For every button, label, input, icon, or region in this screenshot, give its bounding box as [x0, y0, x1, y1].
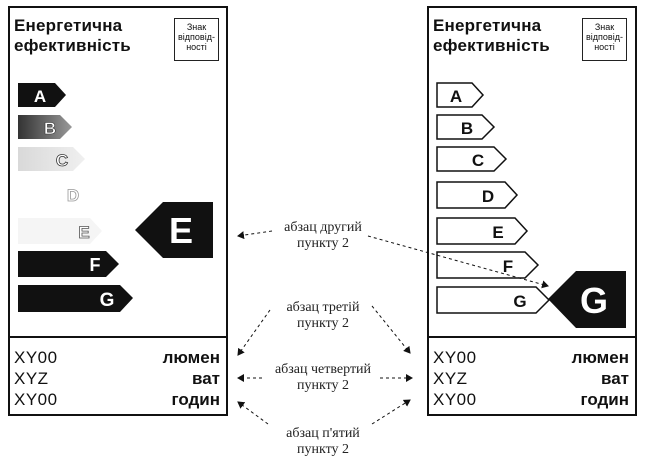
left-class-b-letter: B	[44, 119, 56, 138]
right-class-f-arrow: F	[436, 251, 540, 279]
left-conformity-sign: Знак відповід- ності	[174, 18, 219, 61]
right-class-c-arrow: C	[436, 146, 508, 172]
right-class-e-arrow: E	[436, 217, 529, 245]
left-class-e-arrow: E	[18, 218, 102, 244]
left-class-f-letter: F	[90, 255, 101, 275]
connector-second-to-right	[367, 235, 549, 289]
note-fourth-paragraph: абзац четвертий пункту 2	[274, 362, 372, 393]
right-class-b-letter: B	[461, 119, 473, 138]
left-class-d-letter: D	[67, 186, 79, 205]
right-class-g-letter: G	[513, 292, 526, 311]
connector-third-to-right	[371, 305, 411, 354]
note-second-paragraph: абзац другий пункту 2	[284, 220, 362, 251]
connector-fifth-to-right	[371, 399, 411, 425]
left-indicator-arrow: E	[135, 202, 213, 258]
right-class-f-letter: F	[503, 257, 513, 276]
left-class-f-arrow: F	[18, 251, 119, 277]
left-class-a-arrow: A	[18, 83, 66, 107]
left-class-c-arrow: C	[18, 147, 85, 171]
right-divider	[429, 336, 635, 338]
right-indicator-letter: G	[580, 280, 608, 321]
right-class-g-arrow: G	[436, 286, 551, 314]
left-class-a-letter: A	[34, 87, 46, 106]
connector-fifth-to-left	[237, 401, 269, 425]
left-indicator-letter: E	[169, 210, 193, 251]
right-class-a-arrow: A	[436, 82, 485, 108]
left-class-g-letter: G	[100, 290, 115, 311]
left-class-d-arrow: D	[66, 186, 79, 206]
left-divider	[10, 336, 226, 338]
connector-second-to-left	[237, 230, 273, 240]
right-class-a-letter: A	[450, 87, 462, 106]
left-class-c-letter: C	[56, 151, 68, 170]
right-indicator-arrow: G	[548, 271, 626, 328]
right-class-d-arrow: D	[436, 181, 519, 209]
right-energy-label: Енергетична ефективність Знак відповід- …	[427, 6, 637, 416]
left-panel-title: Енергетична ефективність	[14, 16, 131, 55]
right-conformity-sign: Знак відповід- ності	[582, 18, 627, 61]
left-class-arrows: A B C D E F G	[18, 83, 133, 312]
left-class-b-arrow: B	[18, 115, 72, 139]
dashed-connectors	[237, 230, 549, 425]
right-panel-title: Енергетична ефективність	[433, 16, 550, 55]
note-third-paragraph: абзац третій пункту 2	[286, 300, 360, 331]
right-class-c-letter: C	[472, 151, 484, 170]
left-class-g-arrow: G	[18, 285, 133, 312]
connector-third-to-left	[237, 309, 271, 356]
note-fifth-paragraph: абзац п'ятий пункту 2	[286, 426, 360, 457]
right-class-d-letter: D	[482, 187, 494, 206]
left-class-e-letter: E	[78, 223, 89, 242]
right-class-arrows: A B C D E F G	[436, 82, 551, 314]
right-class-e-letter: E	[492, 223, 503, 242]
right-class-b-arrow: B	[436, 114, 496, 140]
